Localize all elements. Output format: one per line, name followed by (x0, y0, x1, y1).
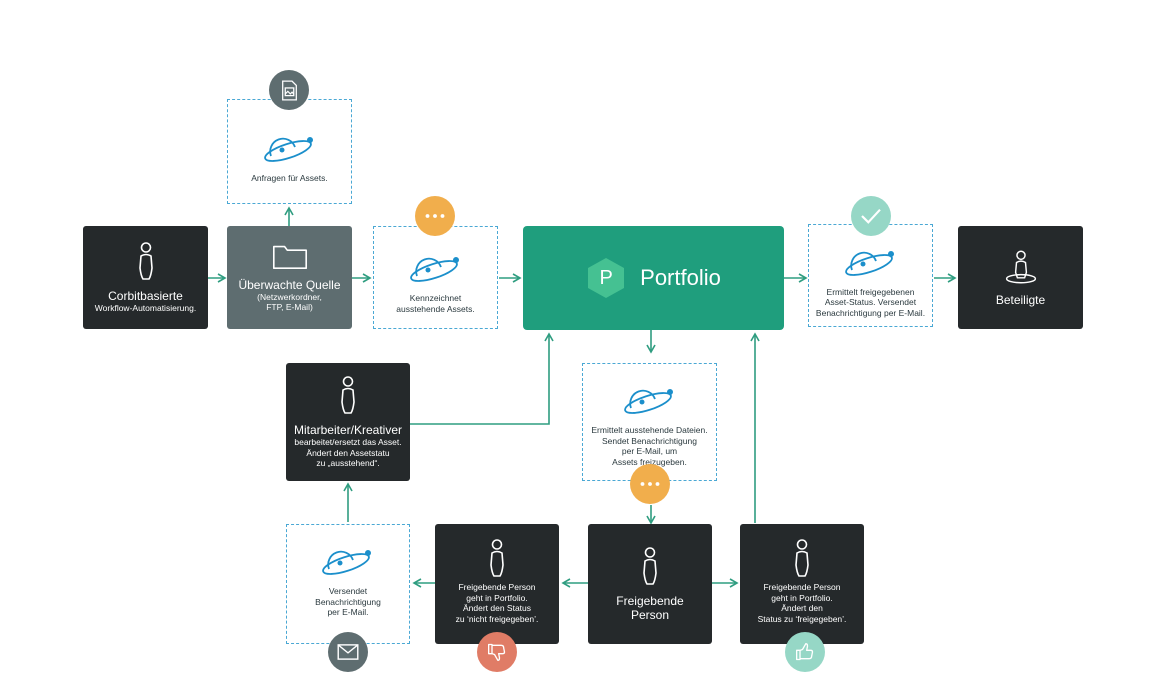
node-text: Ermittelt freigegebenen Asset-Status. Ve… (815, 286, 926, 318)
person-icon (643, 547, 657, 585)
document-image-icon (281, 80, 297, 100)
node-text: Versendet Benachrichtigung per E-Mail. (315, 586, 381, 618)
badge-mail (328, 632, 368, 672)
thumbs-down-icon (488, 643, 506, 661)
badge-pending-mid (630, 464, 670, 504)
badge-pending-top (415, 196, 455, 236)
node-not-approved: Freigebende Person geht in Portfolio. Än… (435, 524, 559, 644)
node-corbit-workflow: Corbitbasierte Workflow-Automatisierung. (83, 226, 208, 329)
corbit-orbit-icon (623, 389, 673, 414)
person-icon (138, 242, 153, 281)
corbit-orbit-icon (322, 550, 371, 576)
node-pending-files: Ermittelt ausstehende Dateien. Sendet Be… (582, 363, 717, 481)
badge-check (851, 196, 891, 236)
portfolio-logo: P (586, 256, 626, 300)
node-portfolio: P Portfolio (523, 226, 784, 330)
node-subtitle: Workflow-Automatisierung. (94, 303, 197, 314)
check-icon (861, 208, 881, 224)
node-title: Überwachte Quelle (238, 277, 341, 292)
corbit-orbit-icon (263, 137, 313, 163)
node-title: Mitarbeiter/Kreativer (293, 423, 403, 438)
node-text: Kennzeichnet ausstehende Assets. (396, 293, 475, 314)
node-title: Corbitbasierte (108, 289, 183, 304)
corbit-orbit-icon (409, 257, 459, 282)
node-title: Beteiligte (995, 292, 1046, 307)
node-text: Ermittelt ausstehende Dateien. Sendet Be… (591, 425, 708, 467)
node-send-notification: Versendet Benachrichtigung per E-Mail. (286, 524, 410, 644)
node-text: Freigebende Person geht in Portfolio. Än… (757, 582, 847, 624)
ellipsis-icon (640, 482, 660, 486)
node-mark-pending: Kennzeichnet ausstehende Assets. (373, 226, 498, 329)
badge-thumbs-down (477, 632, 517, 672)
person-icon (490, 539, 504, 577)
node-approved: Freigebende Person geht in Portfolio. Än… (740, 524, 864, 644)
corbit-orbit-icon (844, 250, 894, 276)
badge-thumbs-up (785, 632, 825, 672)
node-participants: Beteiligte (958, 226, 1083, 329)
node-monitored-source: Überwachte Quelle (Netzwerkordner, FTP, … (227, 226, 352, 329)
portfolio-label: Portfolio (640, 265, 721, 290)
node-title: Freigebende Person (616, 594, 684, 622)
node-text: Freigebende Person geht in Portfolio. Än… (455, 582, 539, 624)
person-icon (795, 539, 809, 577)
folder-icon (272, 245, 307, 269)
arrow-creative-to-portfolio (410, 332, 554, 425)
node-approved-status: Ermittelt freigegebenen Asset-Status. Ve… (808, 224, 933, 327)
node-creative-staff: Mitarbeiter/Kreativer bearbeitet/ersetzt… (286, 363, 410, 481)
person-icon (341, 376, 355, 415)
envelope-icon (337, 644, 359, 660)
hexagon-logo-icon (588, 258, 625, 298)
node-approver: Freigebende Person (588, 524, 712, 644)
node-text: Anfragen für Assets. (251, 173, 328, 184)
node-asset-requests: Anfragen für Assets. (227, 99, 352, 204)
portfolio-logo-letter: P (599, 267, 613, 289)
person-on-base-icon (1005, 250, 1036, 283)
ellipsis-icon (425, 214, 445, 218)
badge-document (269, 70, 309, 110)
node-subtitle: (Netzwerkordner, FTP, E-Mail) (257, 291, 322, 313)
thumbs-up-icon (796, 643, 814, 661)
node-subtitle: bearbeitet/ersetzt das Asset. Ändert den… (294, 437, 402, 469)
